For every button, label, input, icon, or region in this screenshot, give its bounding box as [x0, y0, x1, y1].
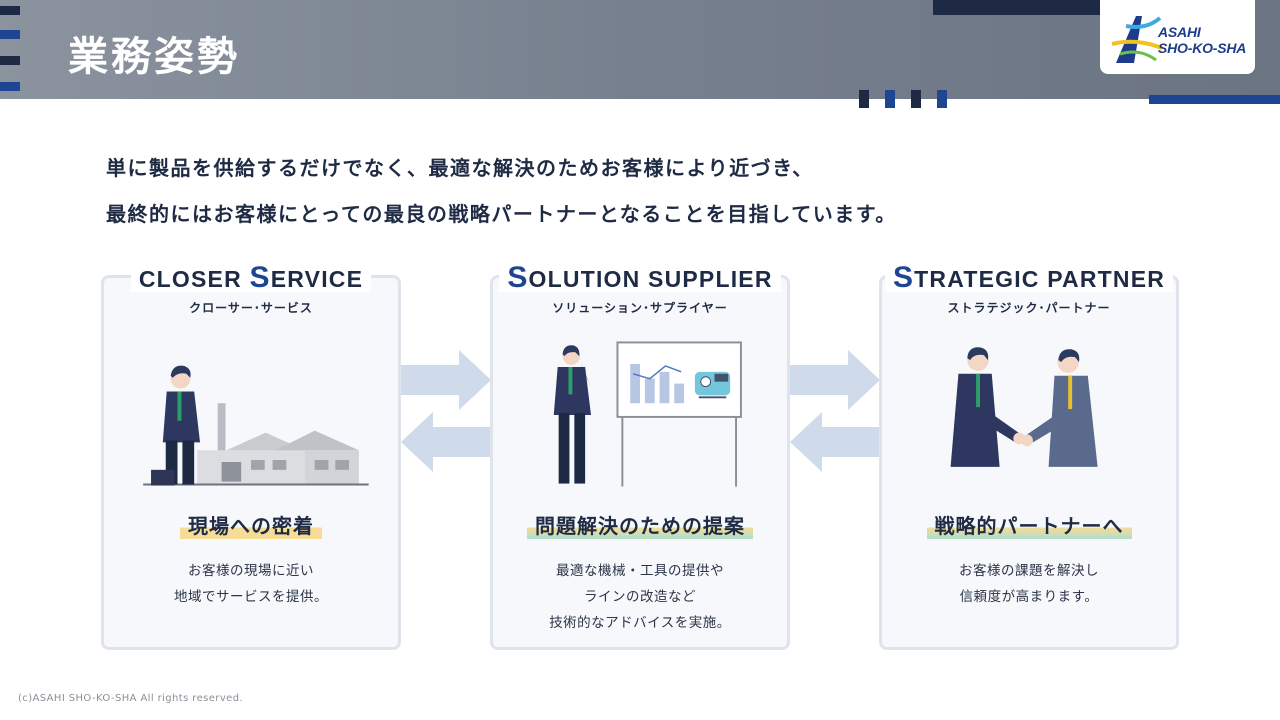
arrow-left-icon [401, 412, 491, 472]
card-closer-service: CLOSER SERVICE クローサー･サービス 現場への密着 お客様の現場に… [101, 261, 401, 650]
card-solution-supplier: SOLUTION SUPPLIER ソリューション･サプライヤー 問題解決のため… [490, 261, 790, 650]
arrow-right-icon [790, 350, 880, 410]
card-subtitle: ソリューション･サプライヤー [552, 301, 728, 315]
businessman-factory-illustration [143, 365, 369, 486]
decor-square [885, 90, 895, 108]
decor-square [937, 90, 947, 108]
page-title: 業務姿勢 [68, 34, 240, 80]
header-accent-bar [0, 6, 20, 15]
header-accent-bar [0, 56, 20, 65]
decor-blue-bar [1149, 95, 1280, 104]
intro-text: 単に製品を供給するだけでなく、最適な解決のためお客様により近づき、 [106, 156, 814, 180]
card-title: STRATEGIC PARTNER [882, 261, 1176, 295]
card-title: CLOSER SERVICE [104, 261, 398, 295]
businessman-whiteboard-illustration [553, 341, 742, 487]
card-description: お客様の現場に近い 地域でサービスを提供。 [174, 563, 328, 605]
copyright-text: (c)ASAHI SHO-KO-SHA All rights reserved. [18, 693, 244, 704]
logo-text: ASAHI [1158, 24, 1201, 40]
arrow-left-icon [790, 412, 880, 472]
logo-mark-icon [1111, 16, 1163, 63]
header-accent-bar [0, 82, 20, 91]
arrow-right-icon [401, 350, 491, 410]
company-logo: ASAHI SHO-KO-SHA [1100, 0, 1255, 74]
card-heading: 戦略的パートナーへ [882, 510, 1176, 539]
header-accent-bar [0, 30, 20, 39]
logo-text: SHO-KO-SHA [1158, 40, 1247, 56]
card-subtitle: ストラテジック･パートナー [947, 301, 1111, 315]
header-top-bar [933, 0, 1100, 15]
handshake-illustration [950, 347, 1098, 467]
header-banner: 業務姿勢 [0, 0, 1280, 99]
card-heading: 現場への密着 [104, 510, 398, 539]
card-strategic-partner: STRATEGIC PARTNER ストラテジック･パートナー 戦略的パートナー… [879, 261, 1179, 650]
card-heading: 問題解決のための提案 [493, 510, 787, 539]
card-description: 最適な機械・工具の提供や ラインの改造など 技術的なアドバイスを実施。 [549, 563, 731, 631]
decor-square [859, 90, 869, 108]
decor-square [911, 90, 921, 108]
card-subtitle: クローサー･サービス [189, 301, 313, 315]
card-title: SOLUTION SUPPLIER [493, 261, 787, 295]
intro-text: 最終的にはお客様にとっての最良の戦略パートナーとなることを目指しています。 [106, 202, 897, 226]
card-description: お客様の課題を解決し 信頼度が高まります。 [959, 563, 1099, 605]
